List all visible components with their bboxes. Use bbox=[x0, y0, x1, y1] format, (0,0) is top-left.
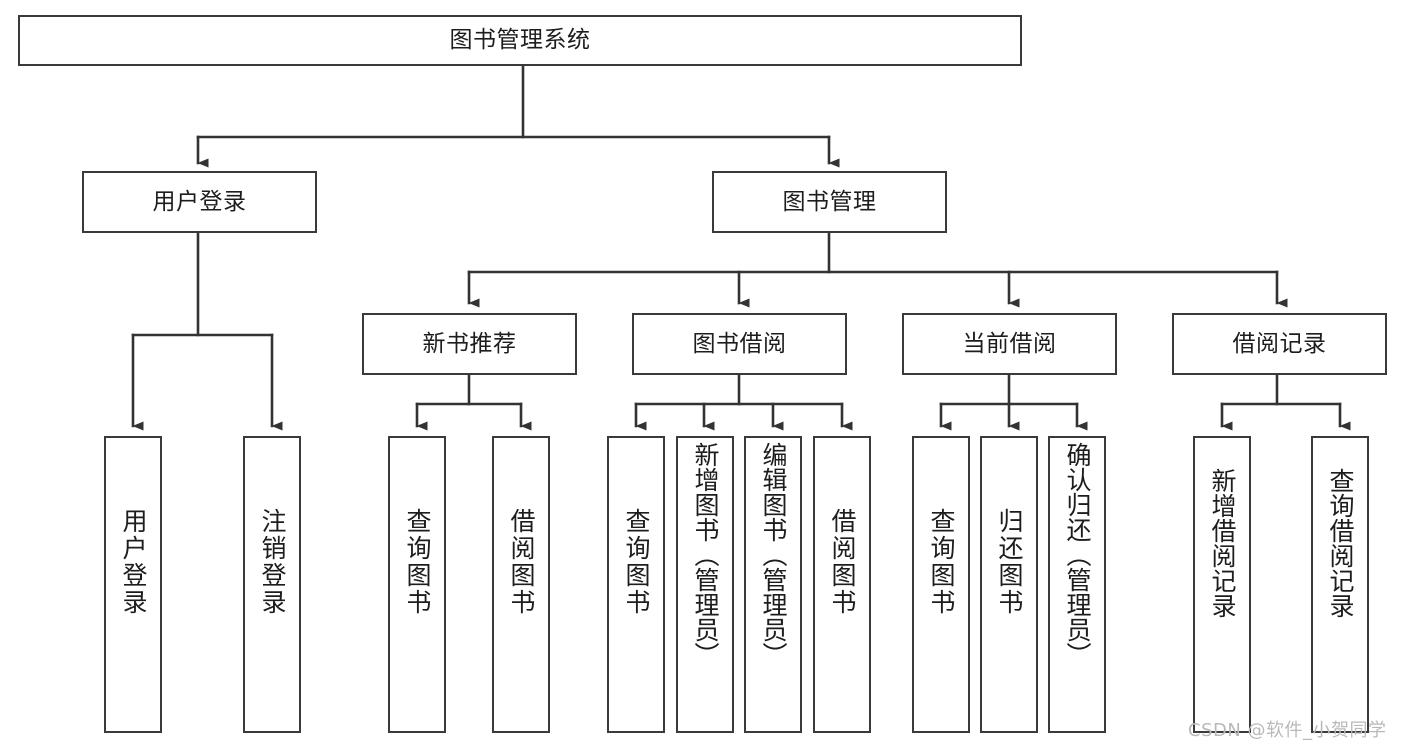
node-current-borrow-label: 当前借阅 bbox=[962, 330, 1057, 357]
node-leaf-logout-login-label: 注销登录 bbox=[258, 508, 287, 616]
node-user-login-label: 用户登录 bbox=[152, 188, 247, 215]
node-root[interactable]: 图书管理系统 bbox=[18, 15, 1022, 66]
node-leaf-return-book[interactable]: 归还图书 bbox=[980, 436, 1038, 733]
node-leaf-query-book-3-label: 查询图书 bbox=[927, 508, 956, 616]
node-current-borrow[interactable]: 当前借阅 bbox=[902, 313, 1117, 375]
node-leaf-query-book-3[interactable]: 查询图书 bbox=[912, 436, 970, 733]
node-book-manage[interactable]: 图书管理 bbox=[712, 171, 947, 233]
node-borrow-record[interactable]: 借阅记录 bbox=[1172, 313, 1387, 375]
node-leaf-add-book-label: 新增图书（管理员） bbox=[691, 442, 720, 667]
node-leaf-confirm-return-label: 确认归还（管理员） bbox=[1063, 442, 1092, 667]
node-root-label: 图书管理系统 bbox=[449, 27, 591, 54]
node-leaf-borrow-book-1[interactable]: 借阅图书 bbox=[492, 436, 550, 733]
node-leaf-return-book-label: 归还图书 bbox=[995, 508, 1024, 616]
node-leaf-query-record[interactable]: 查询借阅记录 bbox=[1311, 436, 1369, 733]
node-leaf-logout-login[interactable]: 注销登录 bbox=[243, 436, 301, 733]
node-user-login[interactable]: 用户登录 bbox=[82, 171, 317, 233]
node-leaf-add-record[interactable]: 新增借阅记录 bbox=[1193, 436, 1251, 733]
node-leaf-user-login[interactable]: 用户登录 bbox=[104, 436, 162, 733]
node-leaf-confirm-return[interactable]: 确认归还（管理员） bbox=[1048, 436, 1106, 733]
node-book-borrow[interactable]: 图书借阅 bbox=[632, 313, 847, 375]
node-book-borrow-label: 图书借阅 bbox=[692, 330, 787, 357]
node-leaf-borrow-book-2[interactable]: 借阅图书 bbox=[813, 436, 871, 733]
node-book-manage-label: 图书管理 bbox=[782, 188, 877, 215]
csdn-watermark: CSDN @软件_小贺同学 bbox=[1188, 720, 1387, 741]
node-leaf-add-record-label: 新增借阅记录 bbox=[1208, 468, 1237, 618]
node-new-book-recommend-label: 新书推荐 bbox=[422, 330, 517, 357]
node-leaf-borrow-book-1-label: 借阅图书 bbox=[507, 508, 536, 616]
node-leaf-query-book-2-label: 查询图书 bbox=[622, 508, 651, 616]
node-new-book-recommend[interactable]: 新书推荐 bbox=[362, 313, 577, 375]
node-borrow-record-label: 借阅记录 bbox=[1232, 330, 1327, 357]
node-leaf-borrow-book-2-label: 借阅图书 bbox=[828, 508, 857, 616]
node-leaf-query-book-1[interactable]: 查询图书 bbox=[388, 436, 446, 733]
node-leaf-query-record-label: 查询借阅记录 bbox=[1326, 468, 1355, 618]
node-leaf-edit-book-label: 编辑图书（管理员） bbox=[759, 442, 788, 667]
node-leaf-user-login-label: 用户登录 bbox=[119, 508, 148, 616]
node-leaf-add-book[interactable]: 新增图书（管理员） bbox=[676, 436, 734, 733]
node-leaf-query-book-2[interactable]: 查询图书 bbox=[607, 436, 665, 733]
node-leaf-query-book-1-label: 查询图书 bbox=[403, 508, 432, 616]
node-leaf-edit-book[interactable]: 编辑图书（管理员） bbox=[744, 436, 802, 733]
